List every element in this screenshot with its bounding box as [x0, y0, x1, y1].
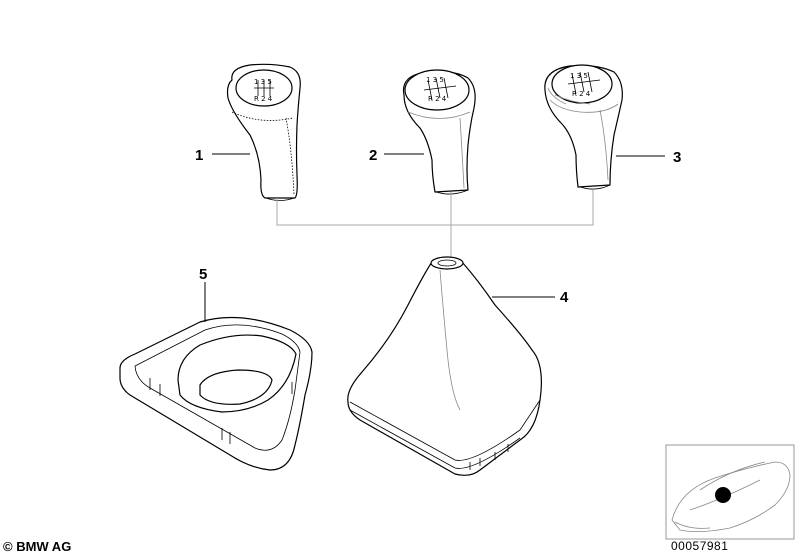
shift-pattern-knob-1: [254, 80, 274, 96]
shift-pattern-bottom-1: R 2 4: [254, 95, 273, 103]
leader-lines: [204, 153, 665, 322]
shift-pattern-top-1: 1 3 5: [254, 78, 272, 86]
gear-boot-frame[interactable]: [119, 316, 313, 471]
shift-pattern-knob-3: [567, 71, 601, 95]
callout-1: 1: [195, 147, 203, 164]
shift-pattern-top-2: 1 3 5: [426, 76, 444, 84]
callout-5: 5: [199, 266, 207, 283]
callout-3: 3: [673, 149, 681, 166]
gear-boot[interactable]: [347, 256, 542, 476]
copyright-notice: © BMW AG: [3, 539, 72, 554]
callout-2: 2: [369, 147, 377, 164]
vehicle-location-inset: [665, 444, 795, 540]
shift-pattern-bottom-2: R 2 4: [428, 95, 447, 103]
gear-knob-wood[interactable]: [544, 64, 623, 190]
callout-4: 4: [560, 289, 569, 306]
shift-pattern-bottom-3: R 2 4: [572, 90, 591, 98]
knob-group-bracket: [276, 190, 594, 262]
shift-pattern-knob-2: [423, 77, 457, 101]
gear-knob-grey[interactable]: [402, 69, 476, 195]
location-marker-icon: [715, 487, 731, 503]
shift-pattern-top-3: 1 3 5: [570, 72, 588, 80]
document-number: 00057981: [671, 539, 729, 553]
